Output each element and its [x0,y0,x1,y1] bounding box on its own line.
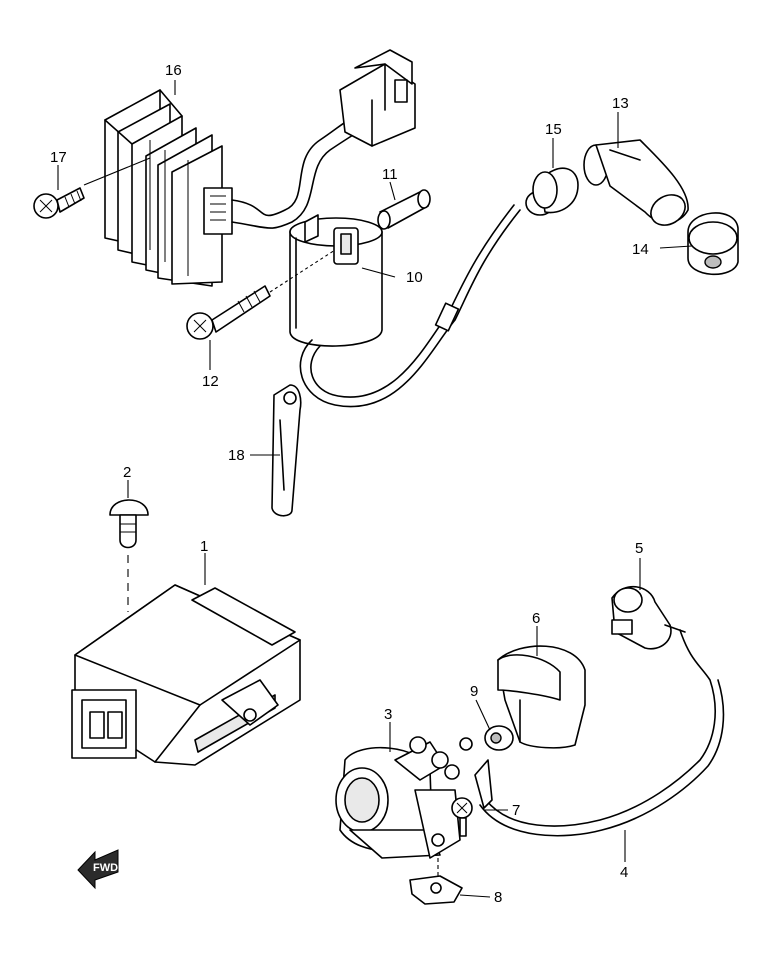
sleeve-11 [377,189,431,230]
fwd-direction-badge: FWD [77,849,119,890]
callout-17: 17 [50,149,67,166]
callout-10: 10 [406,269,423,286]
callout-15: 15 [545,121,562,138]
callout-11: 11 [382,166,398,183]
starter-lead [459,629,725,837]
regulator-rectifier [104,49,416,287]
callout-7: 7 [512,802,520,819]
callout-18: 18 [228,447,245,464]
cdi-unit [71,584,301,766]
callout-13: 13 [612,95,629,112]
starter-relay [335,736,461,859]
callout-labels: 1 2 3 4 5 6 7 8 9 10 11 12 13 14 15 16 1… [50,62,649,906]
callout-1: 1 [200,538,208,555]
strap-18 [271,384,302,517]
callout-3: 3 [384,706,392,723]
screw-7 [451,797,473,837]
callout-8: 8 [494,889,502,906]
boot-6 [497,645,586,749]
ignition-coil [289,167,579,408]
callout-16: 16 [165,62,182,79]
callout-9: 9 [470,683,478,700]
screw-17 [33,187,85,219]
callout-6: 6 [532,610,540,627]
fwd-text: FWD [93,862,118,874]
plug-cap-13 [583,139,689,226]
terminal-cap-5 [611,585,686,650]
callout-2: 2 [123,464,131,481]
cap-14 [687,212,739,276]
leader-lines [57,80,693,898]
cap-9 [484,725,514,751]
callout-12: 12 [202,373,219,390]
nut-8 [409,875,463,905]
screw-2 [109,499,149,549]
callout-4: 4 [620,864,628,881]
callout-14: 14 [632,241,649,258]
bolt-12 [186,285,271,340]
callout-5: 5 [635,540,643,557]
